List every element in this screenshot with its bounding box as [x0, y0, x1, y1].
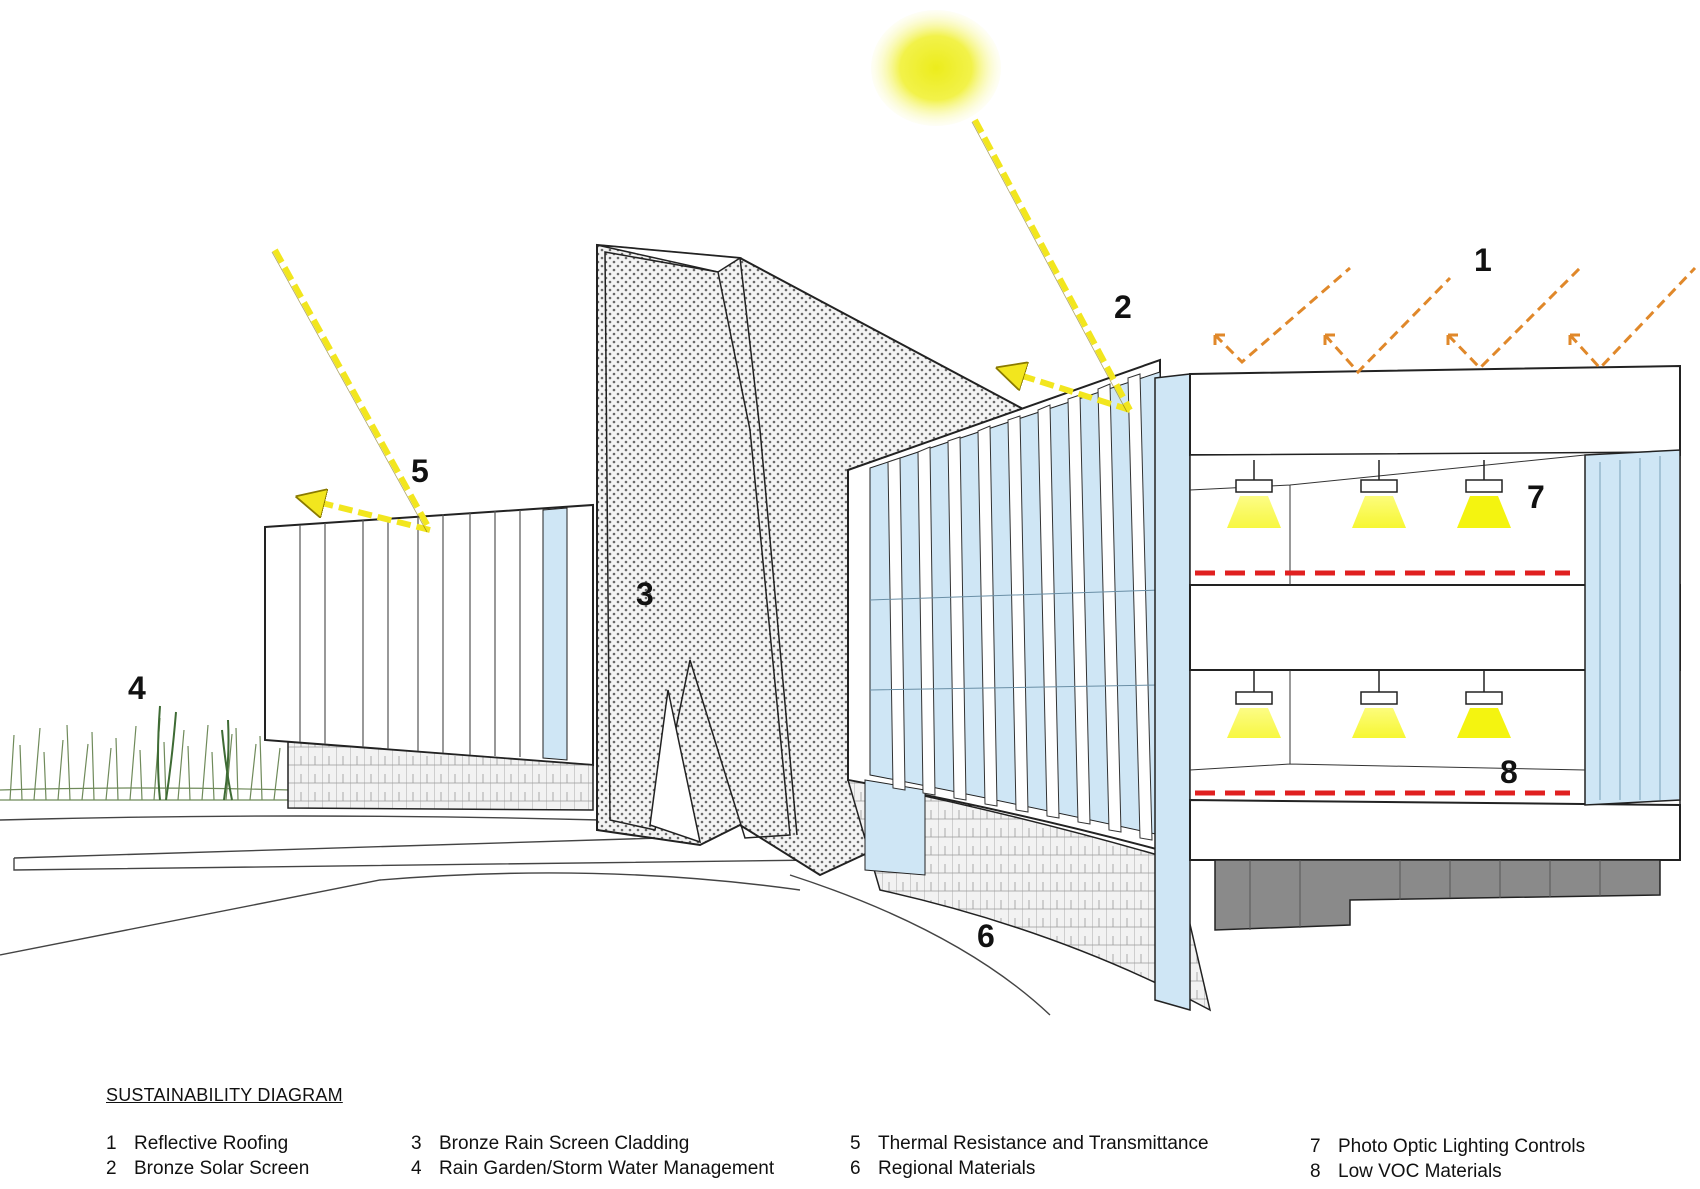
legend-number: 3 — [411, 1133, 422, 1154]
legend-item: 2 Bronze Solar Screen — [106, 1156, 309, 1181]
legend-item: 3 Bronze Rain Screen Cladding — [411, 1131, 774, 1156]
callout-4: 4 — [128, 670, 146, 706]
legend-number: 8 — [1310, 1161, 1321, 1182]
legend-label: Low VOC Materials — [1338, 1161, 1502, 1182]
arrow-icon — [972, 118, 1133, 412]
arrow-icon — [272, 248, 433, 532]
legend-number: 6 — [850, 1158, 861, 1179]
sun-rays — [272, 118, 1133, 533]
legend-title: SUSTAINABILITY DIAGRAM — [106, 1085, 343, 1105]
legend-number: 7 — [1310, 1136, 1321, 1157]
legend-column-4: 7 Photo Optic Lighting Controls 8 Low VOC … — [1310, 1134, 1585, 1184]
legend-item: 4 Rain Garden/Storm Water Management — [411, 1156, 774, 1181]
callout-7: 7 — [1527, 479, 1545, 515]
legend-number: 4 — [411, 1158, 422, 1179]
legend-label: Regional Materials — [878, 1158, 1036, 1179]
callout-1: 1 — [1474, 242, 1492, 278]
callout-5: 5 — [411, 453, 429, 489]
reflection-arrows — [1213, 266, 1697, 375]
legend-number: 1 — [106, 1133, 117, 1154]
legend-item: 1 Reflective Roofing — [106, 1131, 309, 1156]
legend-item: 8 Low VOC Materials — [1310, 1159, 1585, 1184]
light-fixture-icon — [1457, 460, 1511, 528]
left-building — [264, 503, 594, 811]
curved-facade — [846, 358, 1212, 1012]
legend-label: Photo Optic Lighting Controls — [1338, 1136, 1586, 1157]
legend-label: Rain Garden/Storm Water Management — [439, 1158, 775, 1179]
legend-item: 5 Thermal Resistance and Transmittance — [850, 1131, 1209, 1156]
legend-number: 5 — [850, 1133, 861, 1154]
callout-6: 6 — [977, 918, 995, 954]
section-building — [1154, 364, 1681, 1011]
legend-label: Reflective Roofing — [134, 1133, 289, 1154]
sun-icon — [871, 10, 1001, 126]
lighting-fixtures — [1227, 460, 1511, 738]
legend-column-1: 1 Reflective Roofing 2 Bronze Solar Screen — [106, 1131, 309, 1181]
legend-column-2: 3 Bronze Rain Screen Cladding 4 Rain Garde… — [411, 1131, 774, 1181]
legend-item: 7 Photo Optic Lighting Controls — [1310, 1134, 1585, 1159]
low-voc-lines — [1195, 570, 1570, 796]
callout-8: 8 — [1500, 754, 1518, 790]
legend-label: Bronze Solar Screen — [134, 1158, 310, 1179]
legend-label: Thermal Resistance and Transmittance — [878, 1133, 1209, 1154]
arrow-icon — [310, 500, 431, 533]
legend-item: 6 Regional Materials — [850, 1156, 1209, 1181]
light-fixture-icon — [1457, 670, 1511, 738]
callout-3: 3 — [636, 576, 654, 612]
legend-label: Bronze Rain Screen Cladding — [439, 1133, 690, 1154]
ground-lines — [0, 815, 1051, 1016]
rain-garden-grass — [0, 705, 291, 801]
light-fixture-icon — [1227, 670, 1281, 738]
arrow-icon — [1010, 372, 1131, 413]
callout-2: 2 — [1114, 289, 1132, 325]
light-fixture-icon — [1352, 460, 1406, 528]
legend-number: 2 — [106, 1158, 117, 1179]
light-fixture-icon — [1227, 460, 1281, 528]
light-fixture-icon — [1352, 670, 1406, 738]
